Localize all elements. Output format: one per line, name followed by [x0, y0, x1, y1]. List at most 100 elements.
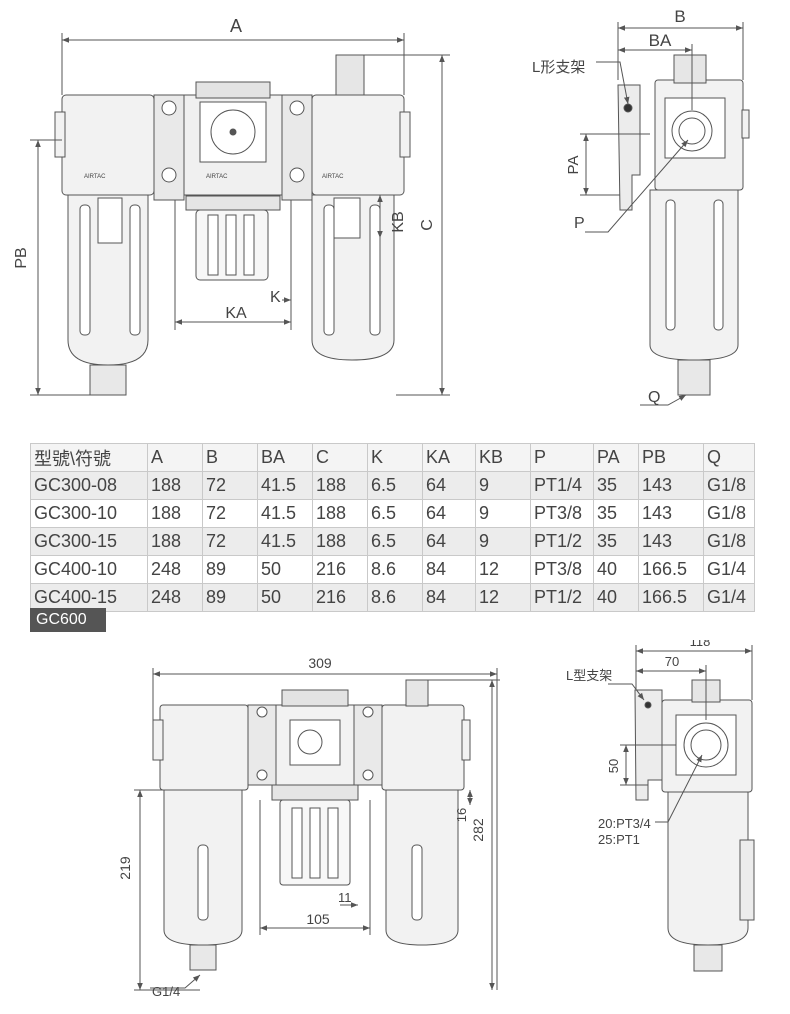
table-cell: PT1/4	[530, 471, 594, 500]
table-cell: PT3/8	[530, 499, 594, 528]
brand-left: AIRTAC	[84, 174, 106, 180]
table-header-cell: PB	[638, 443, 704, 472]
brand-center: AIRTAC	[206, 174, 228, 180]
gc600-dim-11: 11	[338, 890, 352, 905]
table-cell: GC300-08	[30, 471, 148, 500]
table-cell: 64	[422, 471, 476, 500]
gc600-dim-105: 105	[306, 911, 330, 927]
gc600-side-view: 118 70 L型支架 50 20:PT3/4 25:PT1	[566, 640, 755, 972]
table-cell: 64	[422, 527, 476, 556]
gc600-dim-70: 70	[665, 654, 679, 669]
table-cell: 89	[202, 555, 258, 584]
table-cell: 40	[593, 555, 639, 584]
table-cell: 143	[638, 527, 704, 556]
table-cell: GC400-15	[30, 583, 148, 612]
table-cell: 166.5	[638, 583, 704, 612]
table-cell: 216	[312, 555, 368, 584]
table-cell: 41.5	[257, 471, 313, 500]
L-bracket-label: L形支架	[532, 59, 585, 76]
table-cell: 188	[147, 471, 203, 500]
table-header-cell: B	[202, 443, 258, 472]
table-cell: 72	[202, 471, 258, 500]
table-row: GC300-10 188 72 41.5 188 6.5 64 9 PT3/8 …	[30, 499, 755, 528]
table-cell: 50	[257, 555, 313, 584]
dim-KA-label: KA	[225, 305, 247, 322]
table-header-cell: C	[312, 443, 368, 472]
table-header-cell: P	[530, 443, 594, 472]
table-cell: 166.5	[638, 555, 704, 584]
table-header-cell: PA	[593, 443, 639, 472]
gc600-dim-309: 309	[308, 655, 332, 671]
table-cell: 72	[202, 527, 258, 556]
table-row: GC400-10 248 89 50 216 8.6 84 12 PT3/8 4…	[30, 555, 755, 584]
table-cell: GC400-10	[30, 555, 148, 584]
gc600-front-view: 309 219 282 16 11 105 G1/4	[117, 655, 500, 999]
table-cell: 6.5	[367, 527, 423, 556]
gc600-L-bracket-label: L型支架	[566, 668, 612, 683]
table-cell: PT1/2	[530, 583, 594, 612]
table-cell: 6.5	[367, 499, 423, 528]
table-cell: 188	[312, 471, 368, 500]
dim-P-label: P	[574, 215, 585, 232]
table-header-cell: KB	[475, 443, 531, 472]
table-cell: 50	[257, 583, 313, 612]
gc600-dim-282: 282	[470, 818, 486, 842]
table-cell: 188	[312, 499, 368, 528]
table-header-cell: KA	[422, 443, 476, 472]
table-cell: 12	[475, 555, 531, 584]
table-cell: 216	[312, 583, 368, 612]
table-cell: 64	[422, 499, 476, 528]
gc600-port-line2: 25:PT1	[598, 832, 640, 847]
table-cell: 12	[475, 583, 531, 612]
dim-Q-label: Q	[648, 389, 660, 406]
gc600-badge: GC600	[30, 608, 106, 632]
gc600-dim-50: 50	[606, 759, 621, 773]
table-cell: 188	[147, 499, 203, 528]
table-cell: 188	[147, 527, 203, 556]
table-header-row: 型號\符號 A B BA C K KA KB P PA PB Q	[30, 443, 755, 472]
dim-C-label: C	[419, 219, 436, 231]
table-row: GC300-15 188 72 41.5 188 6.5 64 9 PT1/2 …	[30, 527, 755, 556]
table-cell: 8.6	[367, 583, 423, 612]
table-cell: 35	[593, 527, 639, 556]
top-front-view: A PB C KB K KA AIRTAC AIRTAC AIRTAC	[13, 16, 450, 396]
gc600-dim-16: 16	[454, 808, 469, 822]
table-cell: PT3/8	[530, 555, 594, 584]
table-header-cell: K	[367, 443, 423, 472]
table-cell: 143	[638, 499, 704, 528]
spec-table: 型號\符號 A B BA C K KA KB P PA PB Q GC300-0…	[30, 443, 755, 612]
gc600-dim-118: 118	[690, 640, 711, 649]
table-cell: 89	[202, 583, 258, 612]
table-cell: 143	[638, 471, 704, 500]
table-cell: 188	[312, 527, 368, 556]
table-cell: 9	[475, 471, 531, 500]
brand-right: AIRTAC	[322, 174, 344, 180]
table-cell: PT1/2	[530, 527, 594, 556]
table-cell: 41.5	[257, 499, 313, 528]
table-cell: GC300-10	[30, 499, 148, 528]
table-cell: 84	[422, 555, 476, 584]
table-cell: 40	[593, 583, 639, 612]
table-cell: 9	[475, 499, 531, 528]
table-cell: G1/8	[703, 471, 755, 500]
table-cell: 248	[147, 583, 203, 612]
table-header-cell: BA	[257, 443, 313, 472]
dim-PA-label: PA	[565, 156, 582, 175]
table-cell: 84	[422, 583, 476, 612]
table-cell: G1/8	[703, 499, 755, 528]
table-cell: 72	[202, 499, 258, 528]
table-cell: 41.5	[257, 527, 313, 556]
table-cell: G1/4	[703, 583, 755, 612]
table-cell: 9	[475, 527, 531, 556]
dim-B-label: B	[674, 7, 685, 26]
table-cell: GC300-15	[30, 527, 148, 556]
dim-K-label: K	[270, 289, 281, 306]
table-cell: 35	[593, 499, 639, 528]
table-header-cell: 型號\符號	[30, 443, 148, 472]
table-cell: G1/4	[703, 555, 755, 584]
table-cell: G1/8	[703, 527, 755, 556]
gc600-port-line1: 20:PT3/4	[598, 816, 651, 831]
dim-A-label: A	[230, 16, 242, 36]
gc600-dim-219: 219	[117, 856, 133, 880]
table-row: GC300-08 188 72 41.5 188 6.5 64 9 PT1/4 …	[30, 471, 755, 500]
